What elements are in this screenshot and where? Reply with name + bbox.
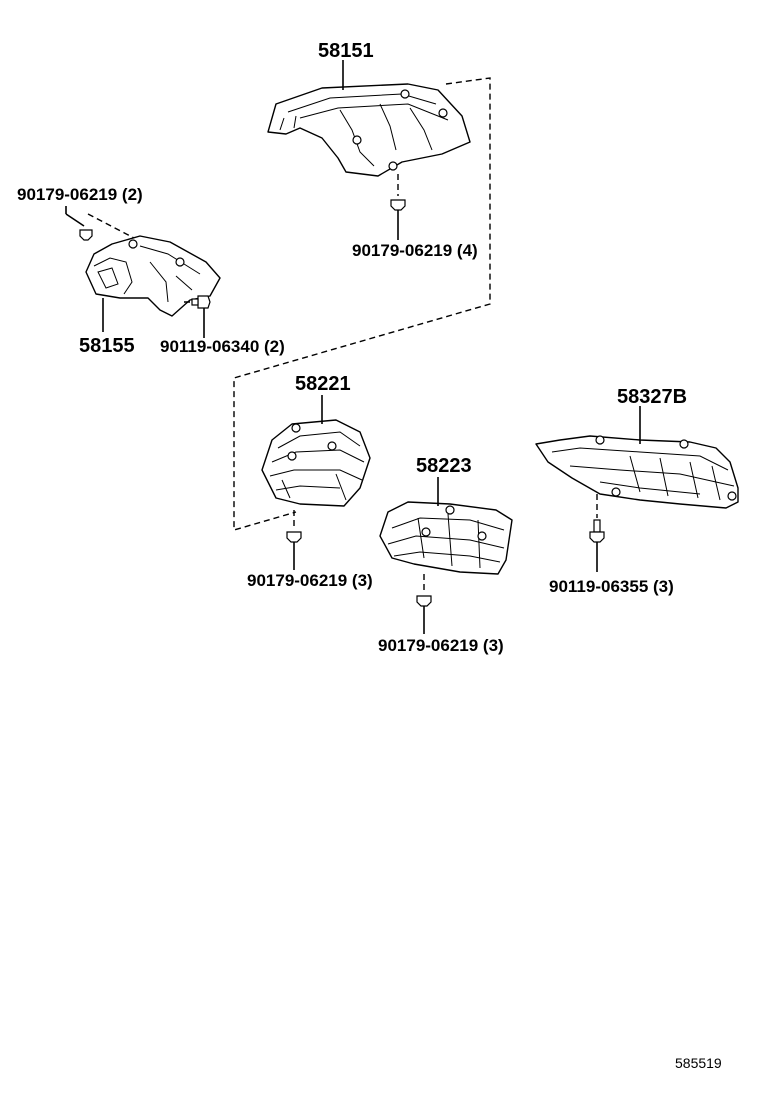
- part-58223-drawing[interactable]: [379, 501, 513, 575]
- nut-icon-58151: [390, 199, 406, 211]
- part-58155-drawing[interactable]: [85, 235, 221, 317]
- nut-icon-58221: [286, 531, 302, 543]
- part-58151-drawing[interactable]: [267, 83, 471, 177]
- dash-58155-nut: [87, 213, 135, 239]
- nut-icon-58223: [416, 595, 432, 607]
- label-58223[interactable]: 58223: [416, 455, 472, 477]
- label-nut-58221[interactable]: 90179-06219 (3): [247, 571, 373, 590]
- bolt-icon-58155: [191, 295, 211, 309]
- part-58221-drawing[interactable]: [261, 419, 371, 507]
- bolt-icon-58327b: [589, 519, 605, 543]
- label-nut-58155[interactable]: 90179-06219 (2): [17, 185, 143, 204]
- label-58155[interactable]: 58155: [79, 335, 135, 357]
- leader-nut-58155-b: [65, 213, 85, 227]
- label-58221[interactable]: 58221: [295, 373, 351, 395]
- label-58151[interactable]: 58151: [318, 40, 374, 62]
- nut-icon-58155: [79, 229, 93, 241]
- label-bolt-58155[interactable]: 90119-06340 (2): [160, 337, 285, 356]
- label-nut-58223[interactable]: 90179-06219 (3): [378, 636, 504, 655]
- part-58327b-drawing[interactable]: [535, 435, 739, 509]
- label-58327b[interactable]: 58327B: [617, 386, 687, 408]
- dashed-group-outline: [233, 77, 491, 531]
- reference-code: 585519: [675, 1055, 722, 1071]
- label-bolt-58327b[interactable]: 90119-06355 (3): [549, 577, 674, 596]
- label-nut-58151[interactable]: 90179-06219 (4): [352, 241, 478, 260]
